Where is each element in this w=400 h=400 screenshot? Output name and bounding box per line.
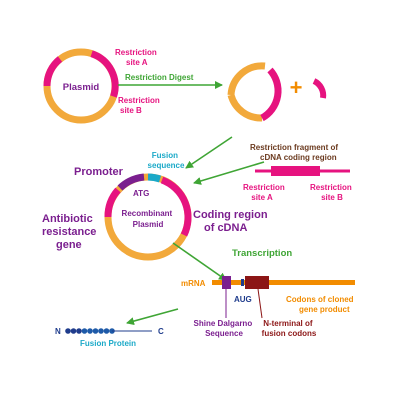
shine-dalgarno-label: Shine Dalgarno Sequence xyxy=(194,319,255,338)
recombinant-cdna-segment xyxy=(160,176,192,237)
protein-bead xyxy=(70,328,77,334)
promoter-label: Promoter xyxy=(74,166,124,178)
protein-bead xyxy=(87,328,93,334)
fusion-protein-beads xyxy=(65,328,115,334)
fragment-site-a: Restriction site A xyxy=(243,183,287,202)
protein-bead xyxy=(103,328,110,334)
fragment-title: Restriction fragment of cDNA coding regi… xyxy=(250,143,340,162)
n-terminus-label: N xyxy=(55,327,61,336)
protein-bead xyxy=(76,328,82,334)
plus-sign: + xyxy=(290,75,303,100)
plasmid-segment-left xyxy=(43,56,63,87)
aug-label: AUG xyxy=(234,295,252,304)
recombinant-label: Recombinant Plasmid xyxy=(122,209,175,229)
protein-bead xyxy=(98,328,104,334)
codons-label: Codons of cloned gene product xyxy=(286,295,356,314)
n-terminal-pointer xyxy=(257,288,263,319)
aug-marker xyxy=(241,279,244,286)
fragment-site-b: Restriction site B xyxy=(310,183,354,202)
mrna-label: mRNA xyxy=(181,279,206,288)
protein-bead xyxy=(65,328,71,334)
protein-bead xyxy=(81,328,88,334)
plasmid-segment-magenta xyxy=(90,50,119,98)
shine-dalgarno-box xyxy=(222,276,231,289)
restriction-digest-label: Restriction Digest xyxy=(125,73,194,82)
n-terminal-box xyxy=(245,276,269,289)
fusion-sequence-label: Fusion sequence xyxy=(148,151,185,170)
recombinant-plasmid: Recombinant Plasmid ATG xyxy=(104,173,192,261)
plasmid: Plasmid xyxy=(43,48,119,124)
mrna-strand xyxy=(212,280,355,285)
fragment-block xyxy=(271,166,320,176)
plasmid-site-b: Restriction site B xyxy=(118,96,162,115)
n-terminal-label: N-terminal of fusion codons xyxy=(262,319,317,338)
antibiotic-label: Antibiotic resistance gene xyxy=(42,213,100,251)
cut-plasmid-gold-lower xyxy=(227,93,263,122)
fusion-protein-label: Fusion Protein xyxy=(80,339,136,348)
cut-plasmid xyxy=(227,62,282,122)
translation-arrow xyxy=(126,308,179,326)
recombinant-antibiotic-segment xyxy=(104,187,121,218)
recombinant-promoter-segment xyxy=(117,173,145,191)
plasmid-label: Plasmid xyxy=(63,82,100,93)
recombinant-fusion-segment xyxy=(147,173,162,183)
transcription-arrow xyxy=(172,242,227,281)
cut-plasmid-gold xyxy=(227,62,266,96)
excised-fragment xyxy=(312,78,327,99)
cut-plasmid-magenta xyxy=(260,67,282,122)
plasmid-site-a: Restriction site A xyxy=(115,48,159,67)
protein-bead xyxy=(92,328,99,334)
c-terminus-label: C xyxy=(158,327,164,336)
ligation-arrow-2 xyxy=(193,161,265,185)
atg-label: ATG xyxy=(133,189,149,198)
ligation-arrow-1 xyxy=(185,136,233,169)
coding-region-label: Coding region of cDNA xyxy=(193,209,271,234)
transcription-label: Transcription xyxy=(232,248,292,259)
